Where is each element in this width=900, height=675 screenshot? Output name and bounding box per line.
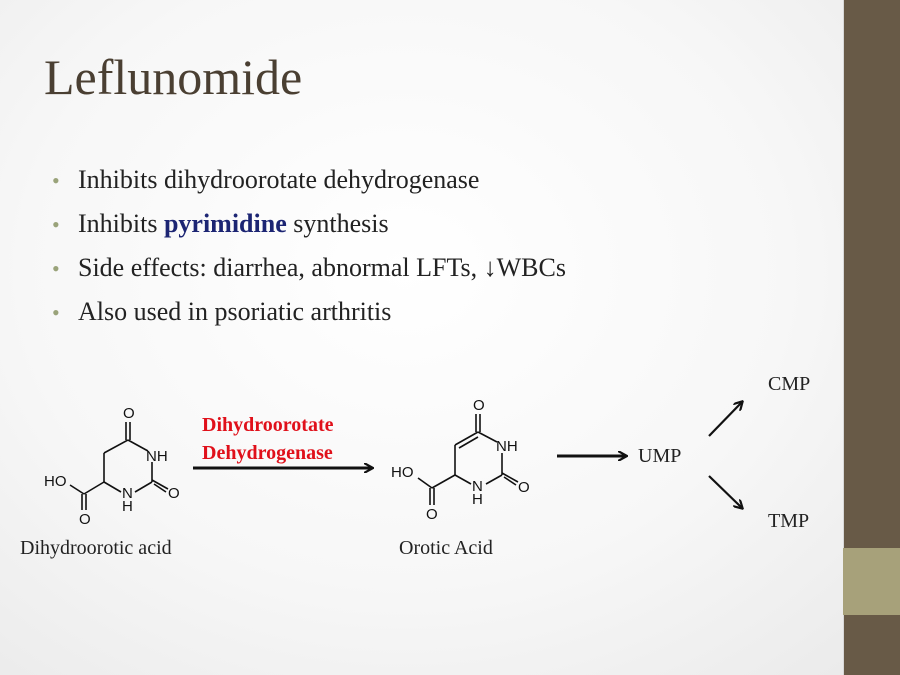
arrow-to-cmp bbox=[708, 402, 742, 437]
atom-label: HO bbox=[391, 464, 414, 481]
atom-label: H bbox=[472, 491, 483, 508]
slide-title: Leflunomide bbox=[44, 49, 303, 105]
atom-label: H bbox=[122, 498, 133, 515]
bullet-item: •Inhibits pyrimidine synthesis bbox=[52, 209, 389, 238]
atom-label: O bbox=[168, 485, 180, 502]
enzyme-label-line2: Dehydrogenase bbox=[202, 442, 333, 464]
orotic-acid-structure bbox=[417, 414, 519, 505]
atom-label: N bbox=[472, 478, 483, 495]
ump-label: UMP bbox=[638, 445, 681, 467]
substrate-label: Dihydroorotic acid bbox=[20, 537, 172, 559]
product-label: Orotic Acid bbox=[399, 537, 493, 559]
atom-label: N bbox=[122, 485, 133, 502]
atom-label: O bbox=[426, 506, 438, 523]
bullet-item: •Also used in psoriatic arthritis bbox=[52, 297, 392, 326]
atom-label: HO bbox=[44, 473, 67, 490]
enzyme-label-line1: Dihydroorotate bbox=[202, 414, 334, 436]
atom-label: O bbox=[473, 397, 485, 414]
bullet-item: •Inhibits dihydroorotate dehydrogenase bbox=[52, 165, 480, 194]
sidebar-accent-band bbox=[843, 548, 900, 615]
bullet-list: •Inhibits dihydroorotate dehydrogenase •… bbox=[52, 158, 566, 334]
bullet-item: •Side effects: diarrhea, abnormal LFTs, … bbox=[52, 253, 566, 282]
atom-label: NH bbox=[146, 448, 168, 465]
atom-label: O bbox=[79, 511, 91, 528]
dihydroorotic-acid-structure bbox=[69, 422, 169, 510]
cmp-label: CMP bbox=[768, 373, 810, 395]
arrow-to-tmp bbox=[708, 475, 742, 508]
atom-label: NH bbox=[496, 438, 518, 455]
atom-label: O bbox=[518, 479, 530, 496]
tmp-label: TMP bbox=[768, 510, 809, 532]
atom-label: O bbox=[123, 405, 135, 422]
bold-term: pyrimidine bbox=[163, 209, 287, 238]
